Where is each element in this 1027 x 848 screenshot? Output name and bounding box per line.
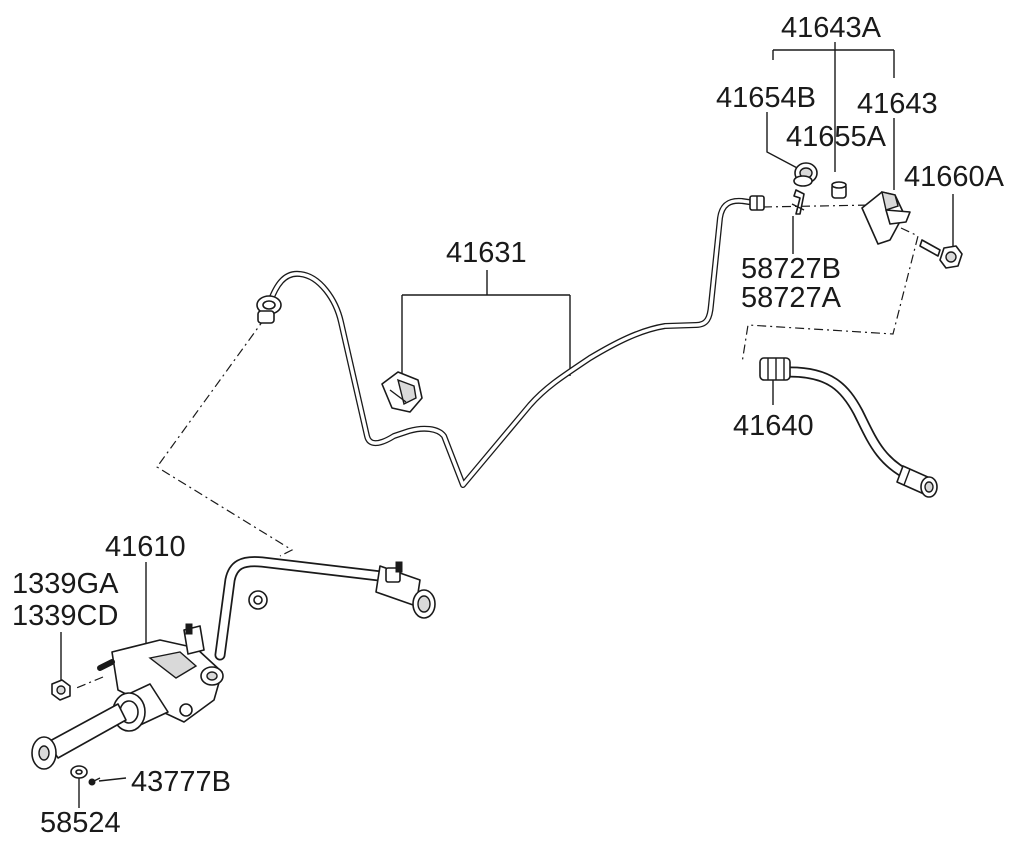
label-41654B: 41654B	[716, 82, 816, 114]
label-41610: 41610	[105, 531, 186, 563]
clutch-tube-41631	[256, 195, 765, 488]
label-1339GA: 1339GA	[12, 568, 119, 600]
label-1339CD: 1339CD	[12, 600, 118, 632]
label-58524: 58524	[40, 807, 121, 839]
label-41655A: 41655A	[786, 121, 887, 153]
label-58727A: 58727A	[741, 282, 842, 314]
label-41640: 41640	[733, 410, 814, 442]
clutch-hose-41640	[759, 357, 938, 498]
clutch-master-cylinder-41610	[31, 556, 436, 786]
label-41643A: 41643A	[781, 12, 882, 44]
label-58727B: 58727B	[741, 253, 841, 285]
label-41660A: 41660A	[904, 161, 1005, 193]
label-43777B: 43777B	[131, 766, 231, 798]
label-41631: 41631	[446, 237, 527, 269]
bracket-hardware	[791, 162, 963, 269]
label-41643: 41643	[857, 88, 938, 120]
leader-lines	[60, 42, 954, 808]
assembly-lines	[73, 204, 919, 690]
